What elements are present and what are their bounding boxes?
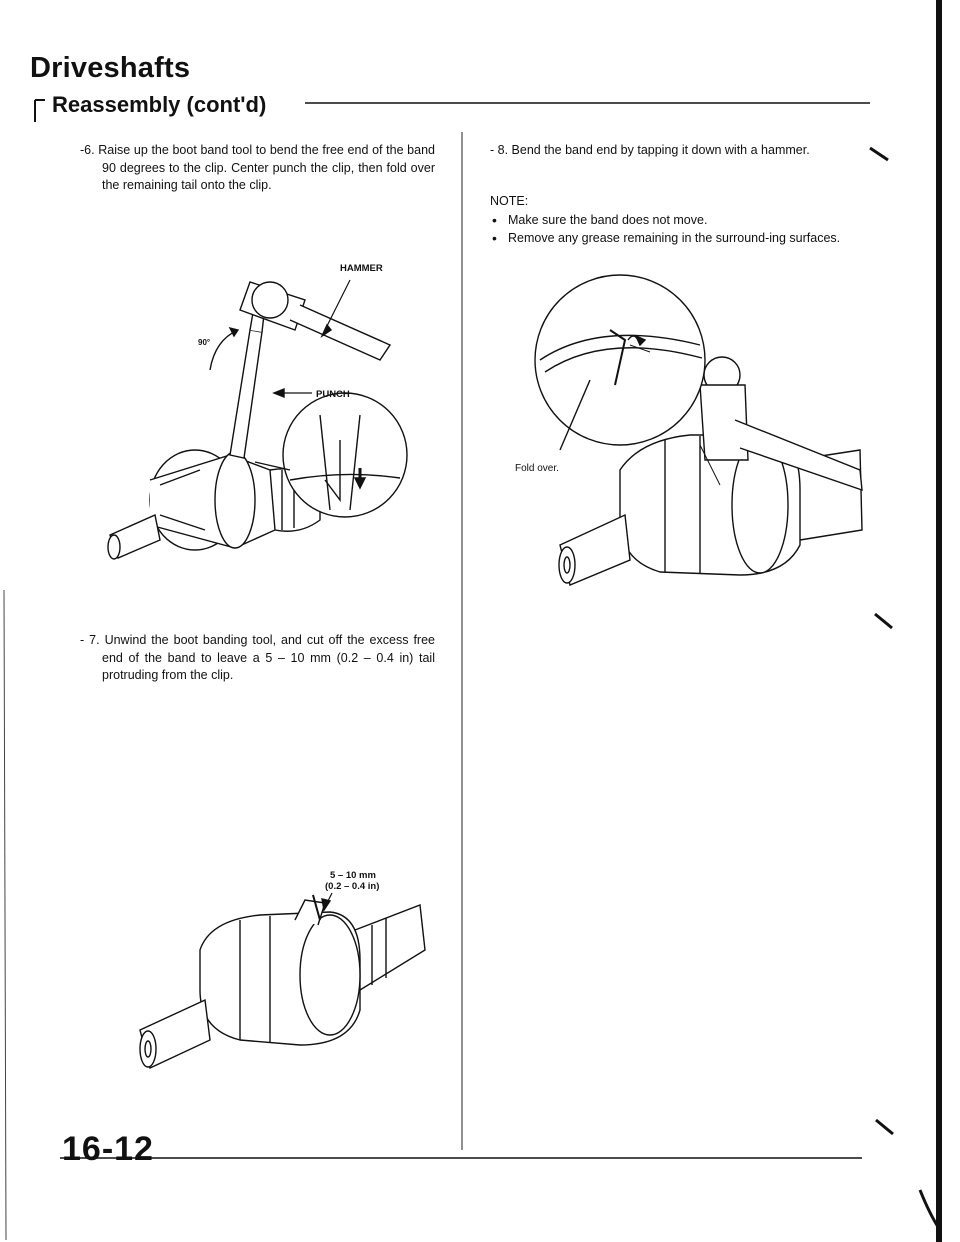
step-7: - 7. Unwind the boot banding tool, and c… <box>80 632 435 685</box>
page-edge-curl <box>918 1189 942 1231</box>
step-6: -6. Raise up the boot band tool to bend … <box>80 142 435 195</box>
note-item: Make sure the band does not move. <box>490 212 850 230</box>
note-item: Remove any grease remaining in the surro… <box>490 230 850 248</box>
page-title: Driveshafts <box>30 52 191 84</box>
note-list: Make sure the band does not move. Remove… <box>490 212 850 247</box>
binding-line <box>3 589 7 1241</box>
note-label: NOTE: <box>490 194 529 208</box>
step-8: - 8. Bend the band end by tapping it dow… <box>490 142 850 160</box>
fold-over-label: Fold over. <box>515 463 559 474</box>
step-6-text: Raise up the boot band tool to bend the … <box>98 143 435 192</box>
step-7-text: Unwind the boot banding tool, and cut of… <box>102 633 435 682</box>
margin-mark <box>875 1118 894 1136</box>
figure-hammer-punch <box>107 279 408 560</box>
section-subtitle: Reassembly (cont'd) <box>52 92 267 117</box>
hammer-label: HAMMER <box>340 263 383 274</box>
measure-label-mm: 5 – 10 mm <box>330 870 376 881</box>
punch-label: PUNCH <box>316 389 350 400</box>
angle-label: 90° <box>198 338 211 347</box>
figure-fold-over <box>534 274 863 586</box>
page-edge <box>936 0 942 1242</box>
step-7-number: - 7. <box>80 633 100 647</box>
page-number: 16-12 <box>62 1130 154 1168</box>
measure-label-in: (0.2 – 0.4 in) <box>325 881 380 892</box>
figure-cut-tail <box>139 892 426 1069</box>
step-6-number: -6. <box>80 143 95 157</box>
margin-mark <box>874 612 893 630</box>
step-8-text: Bend the band end by tapping it down wit… <box>511 143 810 157</box>
step-8-number: - 8. <box>490 143 509 157</box>
margin-mark <box>869 146 889 162</box>
